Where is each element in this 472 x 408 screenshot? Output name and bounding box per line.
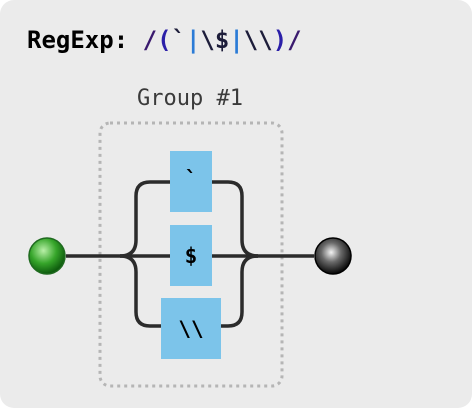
alt-node-backslash — [161, 298, 221, 359]
end-node — [314, 237, 352, 275]
pattern-close-paren: ) — [272, 26, 288, 54]
pattern-open-slash: / — [142, 26, 158, 54]
title-label: RegExp: — [27, 26, 129, 54]
regexp-title: RegExp: /(`|\$|\\)/ — [27, 26, 302, 54]
alt-node-dollar-label: $ — [185, 244, 198, 268]
pattern-alt-3: \\ — [243, 26, 273, 54]
alt-node-backslash-label: \\ — [178, 317, 203, 341]
alt-node-backtick — [170, 151, 212, 212]
connector-lines — [66, 180, 314, 328]
pattern-open-paren: ( — [157, 26, 172, 54]
pattern-bar-1: | — [185, 26, 201, 54]
branch-top-left — [119, 180, 170, 258]
alt-node-dollar — [170, 225, 212, 286]
start-node — [28, 237, 66, 275]
pattern-close-slash: / — [287, 26, 302, 54]
alt-node-backtick-label: ` — [185, 167, 198, 191]
group-label: Group #1 — [137, 86, 243, 111]
pattern-bar-2: | — [229, 26, 244, 54]
branch-bottom-right — [220, 254, 259, 328]
branch-bottom-left — [119, 254, 162, 328]
pattern-alt-1: ` — [171, 26, 186, 54]
pattern-alt-2: \$ — [200, 26, 230, 54]
branch-top-right — [212, 180, 259, 258]
